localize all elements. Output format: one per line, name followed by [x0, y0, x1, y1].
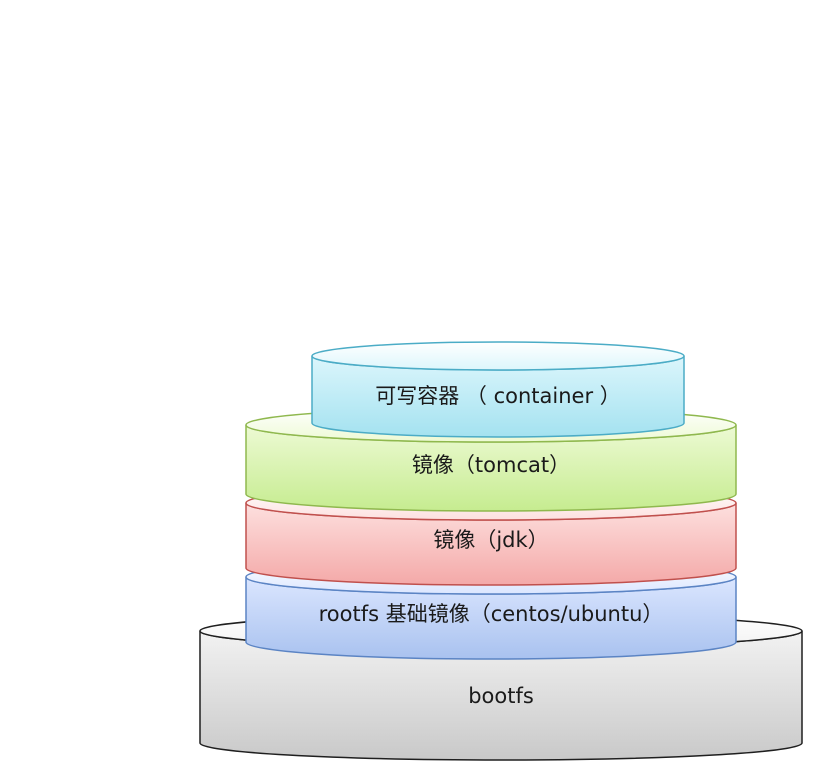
- layer-container-label: 可写容器 （ container ）: [375, 384, 621, 408]
- layer-container-top: [311, 341, 685, 371]
- layer-rootfs-label: rootfs 基础镜像（centos/ubuntu）: [319, 602, 664, 626]
- layer-bootfs-label: bootfs: [468, 684, 534, 708]
- layer-jdk-label: 镜像（jdk）: [433, 528, 548, 552]
- layer-container: 可写容器 （ container ）: [311, 341, 685, 438]
- layer-tomcat-label: 镜像（tomcat）: [412, 453, 570, 477]
- layer-stack: bootfs rootfs 基础镜像（centos/ubuntu） 镜像（jdk） 镜…: [199, 341, 803, 761]
